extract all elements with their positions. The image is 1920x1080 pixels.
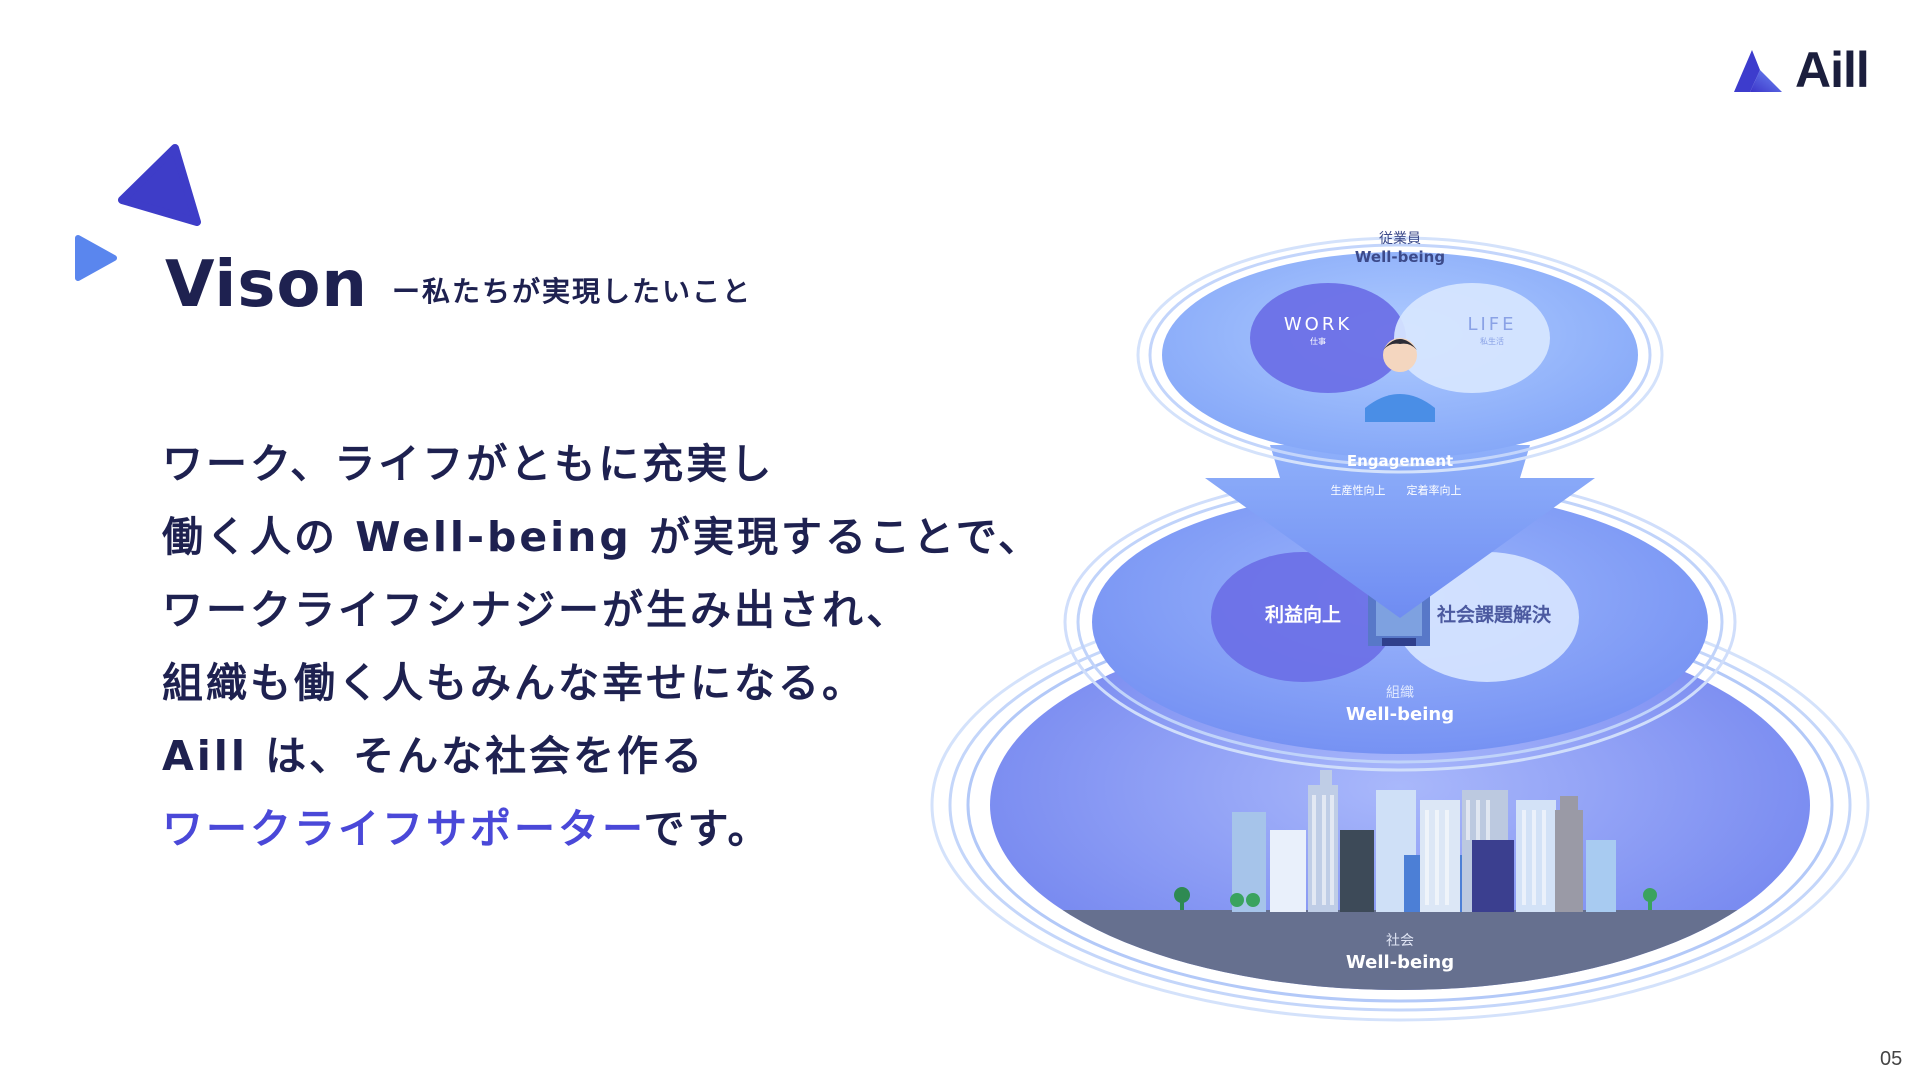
engagement-item: 生産性向上 xyxy=(1330,484,1386,497)
statement-line-end: です。 xyxy=(643,805,772,853)
social-issue-label: 社会課題解決 xyxy=(1436,604,1552,626)
page-subtitle: ー私たちが実現したいこと xyxy=(392,275,753,308)
statement-line-final: ワークライフサポーターです。 xyxy=(162,793,982,866)
society-label-en: Well-being xyxy=(1345,952,1455,973)
brand-name: Aill xyxy=(1795,42,1870,98)
engagement-title: Engagement xyxy=(1346,452,1454,470)
employee-layer xyxy=(1136,236,1664,474)
large-triangle-icon xyxy=(118,144,201,226)
statement-line: Aill は、そんな社会を作る xyxy=(162,732,706,780)
statement-line: ワークライフシナジーが生み出され、 xyxy=(162,586,911,634)
engagement-arrow xyxy=(1205,445,1595,618)
society-label-jp: 社会 xyxy=(1386,933,1414,949)
page-number: 05 xyxy=(1880,1048,1903,1070)
profit-label: 利益向上 xyxy=(1264,604,1342,626)
person-icon xyxy=(1365,338,1435,422)
engagement-item: 定着率向上 xyxy=(1406,484,1462,497)
accent-phrase: ワークライフサポーター xyxy=(162,805,644,853)
page-title: Vison xyxy=(165,248,368,322)
brand-logo: Aill xyxy=(1732,44,1872,96)
employee-label-en: Well-being xyxy=(1354,248,1446,266)
statement-line: ワーク、ライフがともに充実し xyxy=(162,440,775,488)
life-label: LIFE xyxy=(1467,314,1517,335)
logo-mark-icon xyxy=(1734,50,1782,92)
life-sub-label: 私生活 xyxy=(1480,337,1504,346)
statement-line: 働く人の Well-being が実現することで、 xyxy=(162,513,1043,561)
work-label: WORK xyxy=(1283,314,1353,335)
work-sub-label: 仕事 xyxy=(1310,337,1326,346)
organization-layer xyxy=(1063,472,1737,772)
decorative-triangles xyxy=(70,140,210,300)
employee-label-jp: 従業員 xyxy=(1379,231,1421,247)
vision-statement: ワーク、ライフがともに充実し 働く人の Well-being が実現することで、… xyxy=(162,428,1043,866)
organization-label-jp: 組織 xyxy=(1386,685,1414,701)
organization-label-en: Well-being xyxy=(1345,704,1455,725)
statement-line: 組織も働く人もみんな幸せになる。 xyxy=(162,659,866,707)
wellbeing-diagram: 従業員 Well-being WORK 仕事 LIFE 私生活 Engageme… xyxy=(910,190,1890,1025)
small-triangle-icon xyxy=(75,235,117,281)
